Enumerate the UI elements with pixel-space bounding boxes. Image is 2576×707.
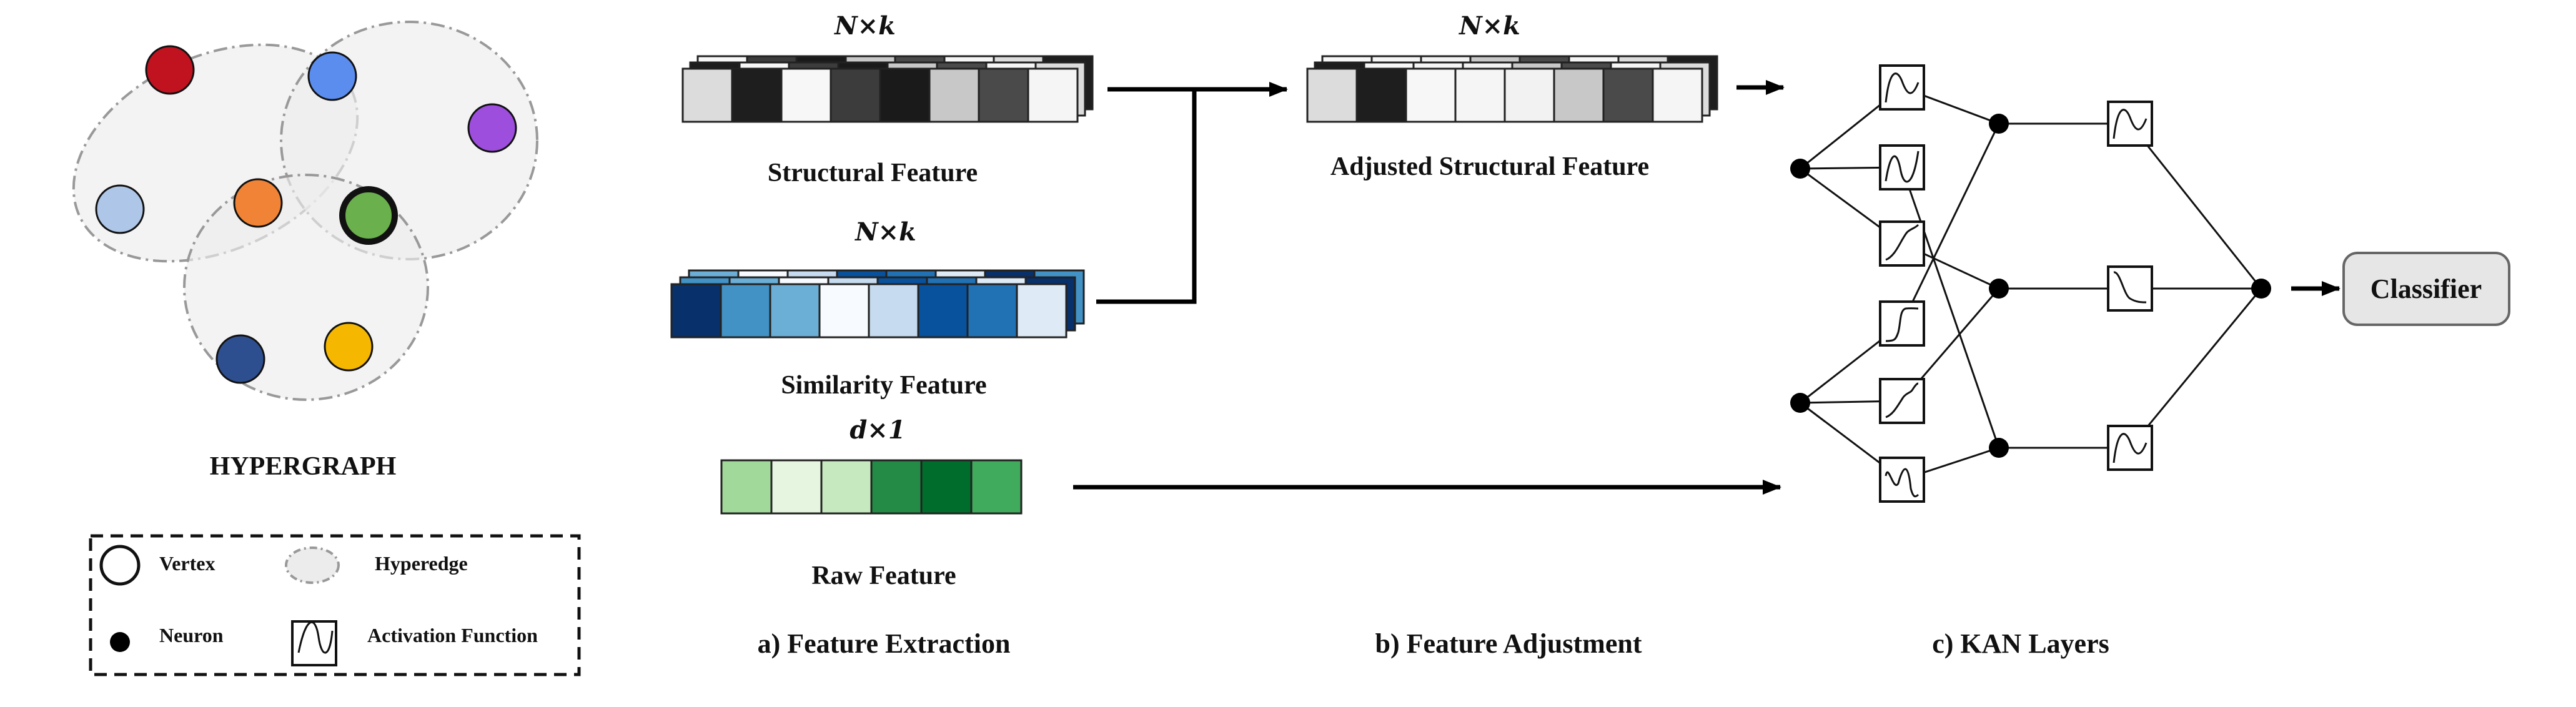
adjusted-cell-6 bbox=[1553, 67, 1605, 123]
adjusted-cell-2 bbox=[1355, 67, 1407, 123]
raw-feature-vector bbox=[720, 459, 1023, 515]
activation-function-3 bbox=[1879, 220, 1925, 267]
hypergraph-title: HYPERGRAPH bbox=[210, 452, 397, 481]
neuron-in1 bbox=[1790, 159, 1810, 179]
similarity-cell-6 bbox=[917, 283, 969, 339]
adjusted-cell-7 bbox=[1602, 67, 1654, 123]
similarity-cell-5 bbox=[868, 283, 919, 339]
raw-cell-3 bbox=[820, 459, 873, 515]
legend-neuron-label: Neuron bbox=[159, 624, 224, 646]
structural-cell-6 bbox=[928, 67, 980, 123]
raw-cell-5 bbox=[920, 459, 973, 515]
activation-function-6 bbox=[1879, 457, 1925, 503]
adjusted-cell-8 bbox=[1652, 67, 1703, 123]
raw-cell-1 bbox=[720, 459, 773, 515]
neuron-in2 bbox=[1790, 393, 1810, 413]
adjusted-cell-4 bbox=[1454, 67, 1506, 123]
legend-box bbox=[89, 534, 581, 676]
raw-feature-label: Raw Feature bbox=[811, 561, 956, 590]
neuron-h1 bbox=[1989, 114, 2009, 134]
vertex-1 bbox=[145, 45, 195, 95]
structural-feature-matrix bbox=[681, 55, 1094, 123]
activation-function-9 bbox=[2107, 425, 2153, 471]
kan-edge-7 bbox=[1999, 122, 2262, 289]
adjusted-cell-3 bbox=[1405, 67, 1457, 123]
adjusted-feature-matrix bbox=[1306, 55, 1718, 123]
similarity-cell-7 bbox=[966, 283, 1018, 339]
structural-cell-5 bbox=[879, 67, 931, 123]
activation-function-8 bbox=[2107, 265, 2153, 312]
similarity-feature-label: Similarity Feature bbox=[781, 371, 986, 400]
activation-function-4 bbox=[1879, 300, 1925, 347]
kan-edge-9 bbox=[1999, 288, 2262, 449]
neuron-h3 bbox=[1989, 438, 2009, 458]
similarity-merge-line bbox=[1096, 89, 1197, 304]
kan-connections bbox=[1800, 86, 2262, 481]
structural-cell-3 bbox=[780, 67, 832, 123]
structural-dim-label: N×k bbox=[833, 11, 896, 41]
kan-activation-functions bbox=[1879, 64, 2153, 503]
classifier-label: Classifier bbox=[2370, 274, 2482, 304]
caption-kan-layers: c) KAN Layers bbox=[1932, 628, 2109, 659]
raw-cell-4 bbox=[870, 459, 923, 515]
structural-feature-label: Structural Feature bbox=[768, 159, 978, 187]
structural-cell-4 bbox=[830, 67, 881, 123]
neuron-h2 bbox=[1989, 279, 2009, 299]
hypergraph: HYPERGRAPH bbox=[72, 21, 538, 481]
adjusted-feature-label: Adjusted Structural Feature bbox=[1330, 152, 1649, 181]
adjusted-cell-1 bbox=[1306, 67, 1358, 123]
kan-layers: Classifier c) KAN Layers bbox=[1790, 64, 2510, 659]
adjusted-dim-label: N×k bbox=[1458, 11, 1520, 41]
vertex-3 bbox=[467, 103, 517, 153]
structural-cell-7 bbox=[978, 67, 1029, 123]
raw-cell-2 bbox=[770, 459, 823, 515]
legend-vertex-label: Vertex bbox=[159, 552, 215, 575]
vertex-4 bbox=[95, 184, 145, 234]
vertex-8 bbox=[324, 322, 374, 372]
similarity-feature-matrix bbox=[670, 269, 1085, 339]
kan-neurons bbox=[1790, 114, 2271, 458]
similarity-cell-8 bbox=[1016, 283, 1068, 339]
structural-cell-8 bbox=[1027, 67, 1079, 123]
hyperedge-legend-icon bbox=[285, 546, 340, 584]
neuron-out bbox=[2251, 279, 2271, 299]
legend-hyperedge-label: Hyperedge bbox=[375, 552, 468, 575]
connectors bbox=[1073, 80, 1785, 495]
vertex-legend-icon bbox=[99, 545, 141, 586]
adjusted-cell-5 bbox=[1503, 67, 1555, 123]
vertex-group bbox=[95, 45, 517, 384]
raw-dim-label: d×1 bbox=[850, 415, 905, 445]
activation-function-5 bbox=[1879, 378, 1925, 424]
activation-function-7 bbox=[2107, 101, 2153, 147]
vertex-2 bbox=[307, 51, 357, 101]
vertex-6 bbox=[339, 186, 398, 245]
similarity-dim-label: N×k bbox=[854, 217, 916, 247]
classifier-box bbox=[2342, 252, 2510, 326]
similarity-cell-2 bbox=[720, 283, 771, 339]
vertex-5 bbox=[233, 178, 283, 228]
similarity-cell-1 bbox=[670, 283, 722, 339]
similarity-cell-4 bbox=[818, 283, 870, 339]
neuron-legend-icon bbox=[110, 632, 130, 652]
legend: Vertex Hyperedge Neuron Activation Funct… bbox=[89, 534, 581, 676]
structural-cell-2 bbox=[731, 67, 783, 123]
activation-legend-icon bbox=[291, 620, 337, 666]
legend-activation-label: Activation Function bbox=[367, 624, 538, 646]
feature-extraction: N×k Structural Feature N×k Similarity Fe… bbox=[670, 11, 1094, 659]
activation-function-1 bbox=[1879, 64, 1925, 111]
raw-cell-6 bbox=[970, 459, 1023, 515]
caption-feature-extraction: a) Feature Extraction bbox=[758, 628, 1011, 659]
structural-cell-1 bbox=[681, 67, 733, 123]
feature-adjustment: N×k Adjusted Structural Feature b) Featu… bbox=[1306, 11, 1718, 659]
activation-function-2 bbox=[1879, 144, 1925, 190]
vertex-7 bbox=[215, 334, 265, 384]
caption-feature-adjustment: b) Feature Adjustment bbox=[1375, 628, 1642, 659]
similarity-cell-3 bbox=[769, 283, 821, 339]
